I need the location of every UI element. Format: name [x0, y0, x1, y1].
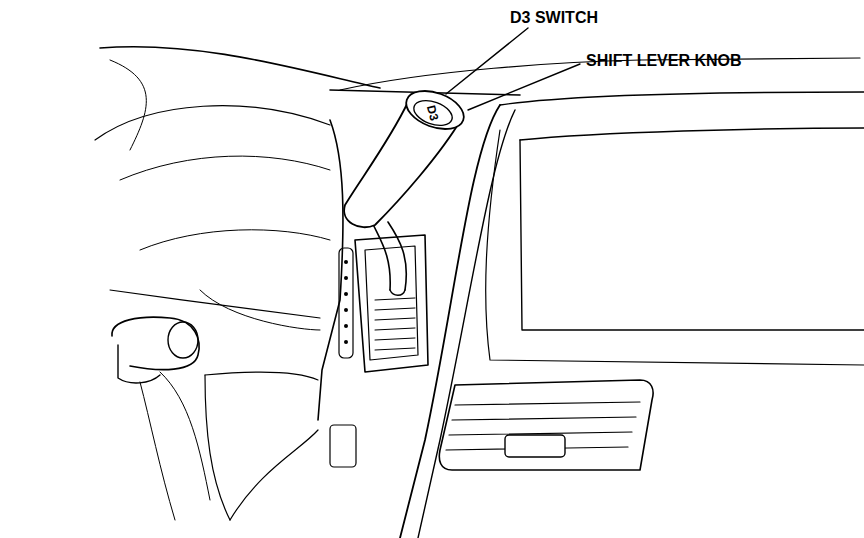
part-label: SHIFT LEVER KNOB — [586, 53, 742, 69]
switch-marking: D3 — [425, 104, 441, 122]
part-label: D3 SWITCH — [510, 10, 598, 26]
